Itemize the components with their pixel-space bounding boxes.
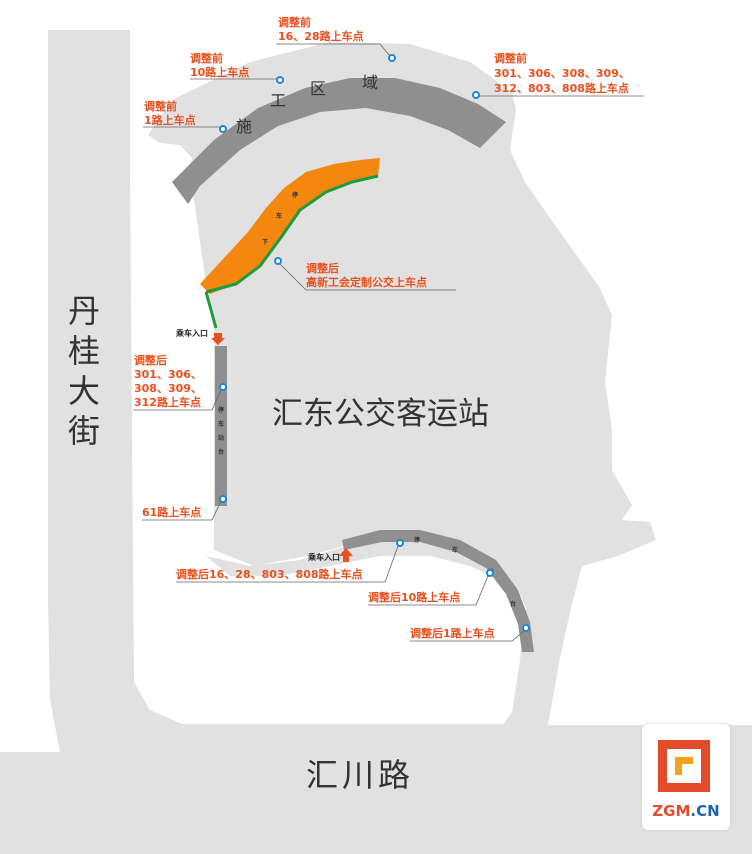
platform-south-char-2: 车 — [452, 546, 458, 554]
leader-after-301 — [133, 389, 222, 411]
construction-char-1: 施 — [236, 117, 252, 136]
stop-after-10[interactable] — [486, 569, 494, 577]
loading-connector — [204, 291, 218, 329]
construction-char-4: 域 — [362, 73, 378, 92]
lot-south-inner — [206, 534, 520, 590]
label-after-61: 61路上车点 — [142, 505, 201, 519]
stop-after-301[interactable] — [219, 383, 227, 391]
label-after-301-line3: 312路上车点 — [134, 395, 201, 409]
loading-area-edge — [205, 174, 379, 294]
label-before-10-title: 调整前 — [190, 51, 223, 65]
label-after-1: 调整后1路上车点 — [410, 626, 495, 640]
leader-before-16-28 — [276, 43, 391, 57]
label-after-301-line1: 301、306、 — [134, 368, 202, 381]
stop-after-16[interactable] — [396, 539, 404, 547]
road-danggui-1: 丹 — [68, 292, 100, 330]
entrance-south-arrow — [339, 548, 353, 562]
stop-after-1[interactable] — [522, 624, 530, 632]
road-danggui-2: 桂 — [68, 332, 100, 370]
label-before-301-title: 调整前 — [494, 51, 527, 65]
construction-arc — [172, 78, 506, 204]
label-before-10-text: 10路上车点 — [190, 65, 249, 79]
platform-south-char-4: 台 — [510, 600, 516, 608]
label-before-16-title: 调整前 — [278, 15, 311, 29]
stop-before-16-28[interactable] — [388, 54, 396, 62]
road-danggui-4: 街 — [68, 412, 100, 450]
zgm-logo-mark — [658, 740, 710, 792]
stop-before-1[interactable] — [219, 125, 227, 133]
label-after-10: 调整后10路上车点 — [368, 590, 460, 604]
station-name: 汇东公交客运站 — [272, 396, 489, 432]
label-after-301-title: 调整后 — [134, 353, 167, 367]
stop-after-gaoxin[interactable] — [274, 257, 282, 265]
label-before-16-text: 16、28路上车点 — [278, 29, 364, 43]
road-huichuan: 汇川路 — [306, 756, 414, 794]
label-before-1-title: 调整前 — [144, 99, 177, 113]
stop-before-10[interactable] — [276, 76, 284, 84]
label-before-301-line1: 301、306、308、309、 — [494, 67, 630, 80]
construction-char-2: 工 — [270, 91, 286, 110]
leader-after-16 — [176, 545, 399, 583]
platform-south — [342, 530, 534, 652]
platform-south-char-1: 停 — [414, 536, 420, 544]
leader-after-gaoxin — [279, 263, 456, 291]
platform-west-char-2: 车 — [218, 420, 224, 428]
entrance-west-label: 乘车入口 — [175, 328, 208, 338]
label-before-1-text: 1路上车点 — [144, 113, 196, 127]
label-after-gaoxin-text: 高新工会定制公交上车点 — [306, 275, 427, 289]
platform-west-char-1: 停 — [218, 406, 224, 414]
zgm-logo-text: ZGM.CN — [652, 802, 720, 820]
lot-west — [130, 172, 526, 724]
label-after-gaoxin-title: 调整后 — [306, 261, 339, 275]
loading-area — [200, 158, 380, 294]
entrance-south-label: 乘车入口 — [307, 552, 340, 562]
leader-after-10 — [368, 575, 489, 606]
platform-west-char-4: 台 — [218, 448, 224, 456]
label-after-16: 调整后16、28、803、808路上车点 — [176, 567, 363, 581]
loading-char-2: 车 — [276, 212, 282, 220]
stop-before-301[interactable] — [472, 91, 480, 99]
loading-char-3: 下 — [262, 239, 268, 246]
zgm-logo: ZGM.CN — [642, 724, 730, 830]
label-before-301-line2: 312、803、808路上车点 — [494, 81, 629, 95]
construction-char-3: 区 — [310, 79, 326, 98]
road-network — [0, 30, 752, 854]
label-after-301-line2: 308、309、 — [134, 382, 202, 395]
entrance-west-arrow — [211, 333, 225, 345]
leader-after-1 — [410, 630, 525, 642]
loading-char-1: 停 — [292, 191, 298, 199]
road-danggui-3: 大 — [68, 372, 100, 410]
platform-west-char-3: 站 — [218, 434, 224, 442]
leader-after-61 — [142, 500, 222, 521]
stop-after-61[interactable] — [219, 495, 227, 503]
